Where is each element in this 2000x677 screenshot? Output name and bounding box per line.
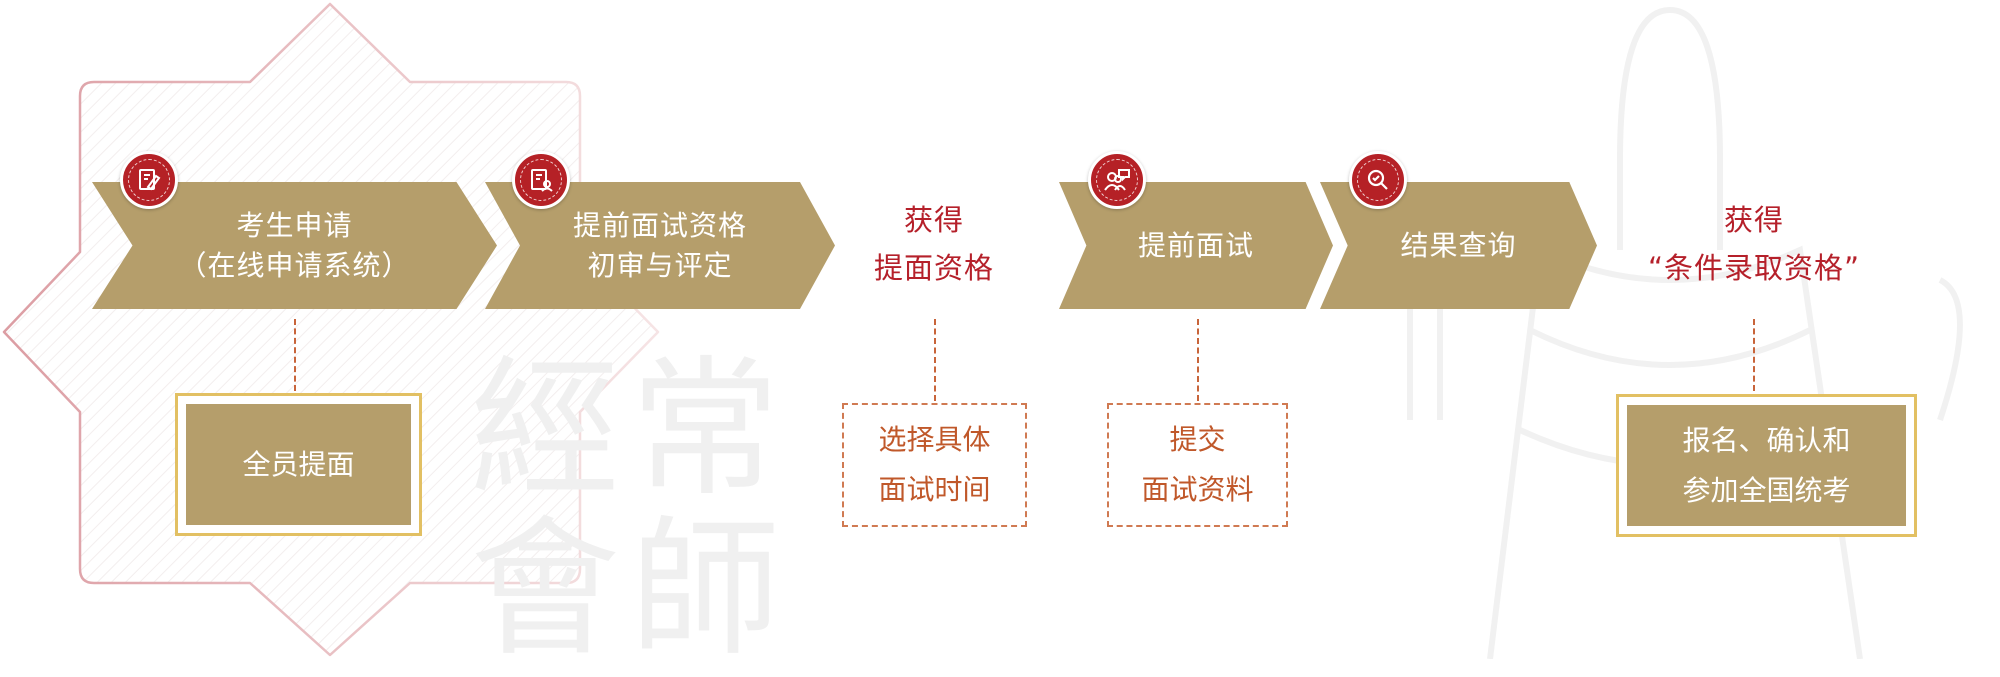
note-label: 提交 — [1169, 423, 1226, 456]
step-label: （在线申请系统） — [178, 248, 411, 282]
note-choose-time: 选择具体 面试时间 — [842, 403, 1027, 527]
note-label: 选择具体 — [878, 423, 991, 456]
connector-line — [1753, 319, 1755, 391]
connector-line — [934, 319, 936, 401]
note-label: 全员提面 — [242, 447, 355, 481]
watermark-char: 師 — [630, 503, 781, 677]
document-review-icon — [512, 151, 570, 209]
connector-line — [1197, 319, 1199, 401]
note-label: 报名、确认和 — [1682, 423, 1851, 457]
connector-line — [294, 319, 296, 391]
watermark-char: 會 — [470, 503, 621, 677]
note-submit-materials: 提交 面试资料 — [1107, 403, 1288, 527]
result-label: 获得 — [903, 203, 964, 237]
result-conditional-admission: 获得 “条件录取资格” — [1604, 196, 1904, 292]
note-label: 面试时间 — [878, 473, 991, 506]
search-check-icon — [1349, 151, 1407, 209]
note-label: 面试资料 — [1141, 473, 1254, 506]
result-label: 获得 — [1723, 203, 1784, 237]
note-national-exam: 报名、确认和 参加全国统考 — [1616, 394, 1917, 537]
bell-watermark — [1407, 7, 1963, 659]
edit-document-icon — [120, 151, 178, 209]
step-label: 提前面试资格 — [572, 208, 747, 242]
step-label: 提前面试 — [1137, 228, 1254, 262]
step-label: 初审与评定 — [587, 248, 733, 282]
interview-people-icon — [1088, 151, 1146, 209]
step-apply: 考生申请 （在线申请系统） — [92, 182, 497, 309]
step-label: 结果查询 — [1400, 228, 1517, 262]
note-all-interview: 全员提面 — [175, 393, 422, 536]
watermark-char: 經 — [470, 343, 621, 517]
result-label: 提面资格 — [873, 251, 994, 285]
result-interview-qualification: 获得 提面资格 — [844, 196, 1024, 292]
result-label: “条件录取资格” — [1647, 251, 1861, 285]
note-label: 参加全国统考 — [1682, 473, 1851, 507]
step-label: 考生申请 — [236, 208, 353, 242]
watermark-char: 常 — [630, 343, 781, 517]
